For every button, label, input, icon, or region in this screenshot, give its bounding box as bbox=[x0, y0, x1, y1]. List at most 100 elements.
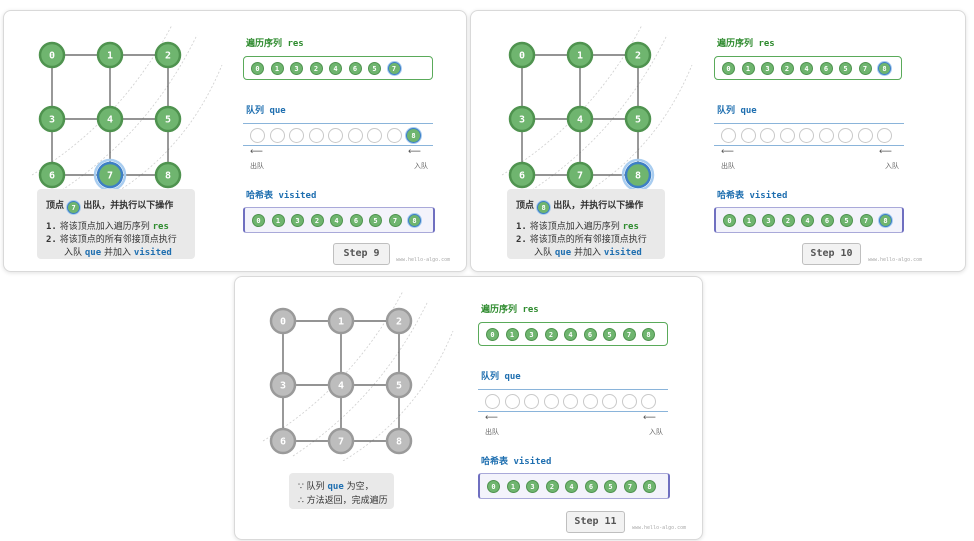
visited-item: 8 bbox=[408, 213, 421, 227]
info-line-3: 入队 que 并加入 visited bbox=[64, 248, 172, 258]
result-line-1: ∵ 队列 que 为空， bbox=[298, 482, 374, 492]
res-item: 2 bbox=[544, 327, 558, 341]
vertex-circle bbox=[385, 427, 413, 455]
res-item: 8 bbox=[642, 327, 655, 341]
dequeue-arrow-icon: ⟵ bbox=[485, 413, 498, 423]
queue-empty-slot bbox=[721, 128, 736, 143]
graph-vertex: 5 bbox=[624, 105, 652, 133]
dequeue-arrow-icon: ⟵ bbox=[721, 147, 734, 157]
vertex-circle bbox=[624, 41, 652, 69]
vertex-label: 6 bbox=[280, 437, 286, 448]
queue-title: 队列 que bbox=[481, 372, 521, 382]
graph-vertex: 6 bbox=[38, 161, 66, 189]
dequeue-label: 出队 bbox=[250, 162, 264, 170]
graph-vertex: 3 bbox=[508, 105, 536, 133]
res-item: 6 bbox=[583, 327, 597, 341]
res-item: 4 bbox=[800, 61, 813, 75]
queue-empty-slot bbox=[582, 394, 598, 409]
visited-item: 4 bbox=[565, 479, 578, 493]
graph-vertex: 4 bbox=[327, 371, 355, 399]
visited-item: 0 bbox=[487, 479, 500, 493]
res-item: 5 bbox=[368, 61, 381, 75]
graph-vertex: 3 bbox=[269, 371, 297, 399]
res-item: 2 bbox=[780, 61, 794, 75]
queue-title: 队列 que bbox=[246, 106, 286, 116]
visited-title: 哈希表 visited bbox=[481, 457, 552, 467]
queue-top-line bbox=[478, 389, 668, 390]
queue-empty-slot bbox=[779, 128, 795, 143]
info-vertex-badge: 7 bbox=[67, 201, 81, 214]
vertex-label: 1 bbox=[577, 51, 583, 62]
queue-empty-slot bbox=[308, 128, 324, 143]
info-line-1: 1. 将该顶点加入遍历序列 res bbox=[516, 222, 639, 232]
visited-title: 哈希表 visited bbox=[246, 191, 317, 201]
visited-item: 1 bbox=[742, 213, 756, 227]
graph-vertex: 7 bbox=[327, 427, 355, 455]
queue-empty-slot bbox=[621, 394, 637, 409]
dequeue-label: 出队 bbox=[485, 428, 499, 436]
graph-vertex: 5 bbox=[385, 371, 413, 399]
vertex-label: 2 bbox=[635, 51, 641, 62]
queue-empty-slot bbox=[386, 128, 402, 143]
vertex-circle bbox=[624, 105, 652, 133]
step-label: Step 10 bbox=[802, 243, 861, 265]
vertex-label: 2 bbox=[396, 317, 402, 328]
vertex-circle bbox=[154, 41, 182, 69]
decorative-dashed-curve bbox=[111, 64, 223, 195]
queue-empty-slot bbox=[563, 394, 578, 409]
vertex-label: 7 bbox=[577, 171, 583, 182]
queue-empty-slot bbox=[269, 128, 285, 143]
visited-item: 2 bbox=[781, 213, 795, 227]
vertex-label: 3 bbox=[280, 381, 286, 392]
res-item: 2 bbox=[309, 61, 323, 75]
queue-empty-slot bbox=[877, 128, 892, 143]
vertex-label: 2 bbox=[165, 51, 171, 62]
res-item: 5 bbox=[839, 61, 852, 75]
queue-bottom-line bbox=[478, 411, 668, 412]
graph-vertex: 1 bbox=[96, 41, 124, 69]
vertex-label: 8 bbox=[396, 437, 402, 448]
vertex-circle bbox=[327, 371, 355, 399]
enqueue-arrow-icon: ⟵ bbox=[408, 147, 421, 157]
queue-title: 队列 que bbox=[717, 106, 757, 116]
visited-item: 2 bbox=[310, 213, 324, 227]
vertex-circle bbox=[566, 105, 594, 133]
queue-empty-slot bbox=[347, 128, 363, 143]
vertex-label: 4 bbox=[338, 381, 344, 392]
decorative-dashed-curve bbox=[581, 64, 693, 195]
result-info-box: ∵ 队列 que 为空， ∴ 方法返回，完成遍历 bbox=[289, 473, 394, 509]
graph-vertex: 2 bbox=[154, 41, 182, 69]
vertex-label: 7 bbox=[107, 171, 113, 182]
vertex-circle bbox=[154, 105, 182, 133]
enqueue-label: 入队 bbox=[885, 162, 899, 170]
queue-slots bbox=[721, 127, 901, 143]
visited-item: 5 bbox=[840, 213, 853, 227]
queue-empty-slot bbox=[838, 128, 853, 143]
visited-item: 4 bbox=[801, 213, 814, 227]
graph-vertex: 8 bbox=[385, 427, 413, 455]
vertex-circle bbox=[566, 161, 594, 189]
step-label: Step 9 bbox=[333, 243, 390, 265]
queue-empty-slot bbox=[857, 128, 873, 143]
vertex-circle bbox=[38, 161, 66, 189]
queue-empty-slot bbox=[250, 128, 265, 143]
graph-vertex: 4 bbox=[566, 105, 594, 133]
enqueue-label: 入队 bbox=[649, 428, 663, 436]
visited-item: 8 bbox=[879, 213, 892, 227]
vertex-circle bbox=[269, 371, 297, 399]
visited-item: 3 bbox=[526, 479, 539, 493]
visited-item: 1 bbox=[271, 213, 285, 227]
res-item: 4 bbox=[564, 327, 577, 341]
graph-vertex: 1 bbox=[327, 307, 355, 335]
visited-item: 8 bbox=[643, 479, 656, 493]
queue-item: 8 bbox=[406, 128, 421, 143]
vertex-label: 8 bbox=[635, 171, 641, 182]
visited-item: 7 bbox=[623, 479, 637, 493]
visited-item: 7 bbox=[388, 213, 402, 227]
